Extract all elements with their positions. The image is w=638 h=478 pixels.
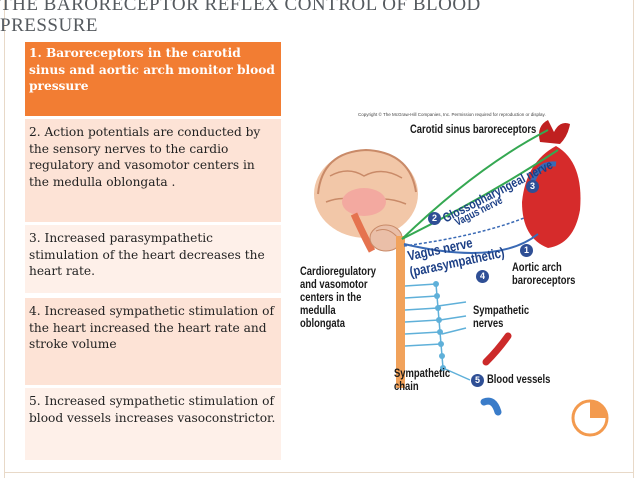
copyright-notice: Copyright © The McGraw-Hill Companies, I… — [358, 112, 546, 117]
marker-3: 3 — [526, 180, 539, 193]
baroreceptor-diagram: Copyright © The McGraw-Hill Companies, I… — [298, 106, 590, 422]
step-5: 5. Increased sympathetic stimulation of … — [25, 388, 281, 460]
step-4: 4. Increased sympathetic stimulation of … — [25, 298, 281, 385]
label-cardioregulatory-2: and vasomotor — [300, 279, 368, 291]
label-sympathetic-chain-1: Sympathetic — [394, 368, 451, 380]
marker-2: 2 — [428, 212, 441, 225]
marker-1: 1 — [520, 244, 533, 257]
step-2: 2. Action potentials are conducted by th… — [25, 119, 281, 222]
label-carotid-sinus: Carotid sinus baroreceptors — [410, 124, 537, 136]
label-cardioregulatory-3: centers in the — [300, 292, 362, 304]
step-3: 3. Increased parasympathetic stimulation… — [25, 225, 281, 293]
heart-illustration — [522, 120, 581, 248]
marker-5: 5 — [471, 374, 484, 387]
label-sympathetic-chain-2: chain — [394, 381, 419, 393]
spinal-cord — [396, 236, 405, 388]
steps-list: 1. Baroreceptors in the carotid sinus an… — [25, 42, 281, 460]
label-blood-vessels: Blood vessels — [487, 374, 551, 386]
vagus-parasympathetic-line — [403, 233, 539, 254]
label-aortic-arch-1: Aortic arch — [512, 262, 562, 274]
decorative-circle-icon — [571, 399, 609, 437]
brain-illustration — [314, 148, 418, 253]
label-sympathetic-nerves-2: nerves — [473, 318, 504, 330]
title-line-2: PRESSURE — [0, 15, 98, 36]
label-cardioregulatory-1: Cardioregulatory — [300, 266, 376, 278]
vagus-nerve-line — [401, 149, 559, 240]
frame-bottom-line — [4, 472, 634, 473]
label-sympathetic-nerves-1: Sympathetic — [473, 305, 530, 317]
frame-left-line — [4, 0, 5, 478]
diagram-illustration — [314, 120, 581, 416]
label-cardioregulatory-5: oblongata — [300, 318, 346, 330]
title-line-1: THE BARORECEPTOR REFLEX CONTROL OF BLOOD — [0, 0, 481, 15]
label-aortic-arch-2: baroreceptors — [512, 275, 576, 287]
step-1: 1. Baroreceptors in the carotid sinus an… — [25, 42, 281, 116]
frame-right-line — [633, 0, 634, 478]
blood-vessel-illustration — [480, 332, 512, 416]
glossopharyngeal-nerve-line — [401, 129, 549, 240]
marker-4: 4 — [476, 270, 489, 283]
label-cardioregulatory-4: medulla — [300, 305, 336, 317]
page-title: THE BARORECEPTOR REFLEX CONTROL OF BLOOD… — [0, 0, 638, 36]
